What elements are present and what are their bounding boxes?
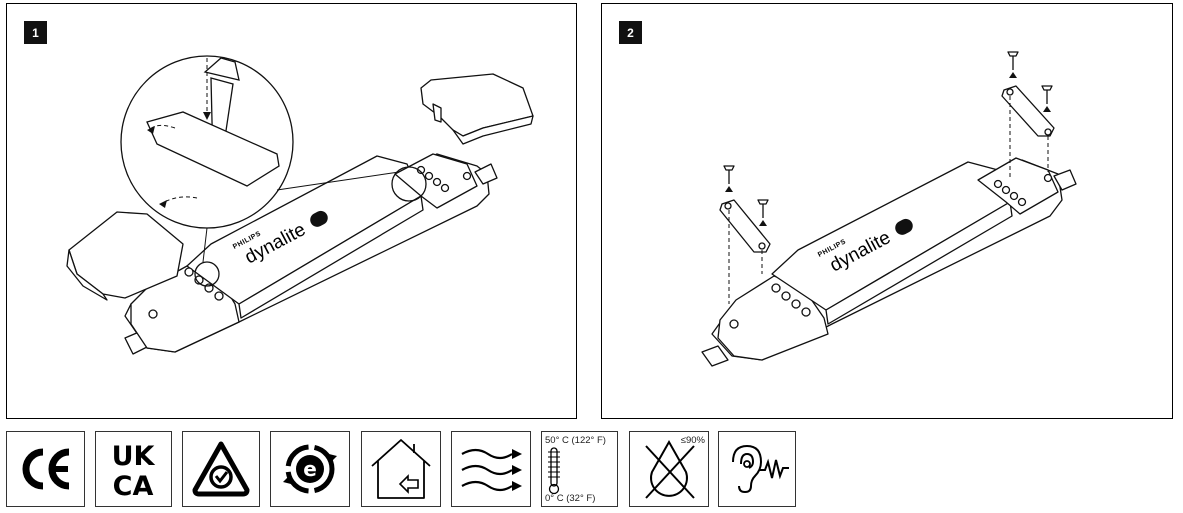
temp-low-label: 0° C (32° F) [545,493,596,504]
ventilation-mark [451,431,531,507]
remove-cover-illustration: PHILIPS dynalite [66,55,534,355]
dynalite-logo-icon [895,218,913,235]
step-1-panel: 1 [6,3,577,419]
thermometer-icon [548,447,560,495]
ukca-bottom-text: CA [113,471,154,502]
humidity-label: ≤90% [680,435,705,446]
dynalite-logo-icon [310,210,328,227]
e-recycle-icon: e [283,444,337,494]
step-number-badge: 2 [619,21,642,44]
ukca-top-text: UK [112,441,156,472]
temperature-range-mark: 50° C (122° F) 0° C (32° F) [541,431,618,507]
ce-mark-icon [22,448,70,490]
ventilation-icon [461,448,522,492]
humidity-mark: ≤90% [629,431,709,507]
step-number-badge: 1 [24,21,47,44]
audible-noise-mark [718,431,796,507]
rcm-icon [192,441,250,497]
svg-text:e: e [303,457,317,481]
humidity-drop-icon [645,439,695,499]
temp-high-label: 50° C (122° F) [545,435,606,446]
ukca-mark-icon: UK CA [112,441,156,502]
mount-brackets-illustration: PHILIPS dynalite [701,51,1077,367]
e-recycling-mark: e [270,431,350,507]
ce-mark [6,431,85,507]
indoor-use-mark [361,431,441,507]
step-2-panel: 2 [601,3,1173,419]
audible-noise-icon [732,444,789,494]
rcm-mark [182,431,260,507]
ukca-mark: UK CA [95,431,172,507]
indoor-use-icon [371,439,431,499]
